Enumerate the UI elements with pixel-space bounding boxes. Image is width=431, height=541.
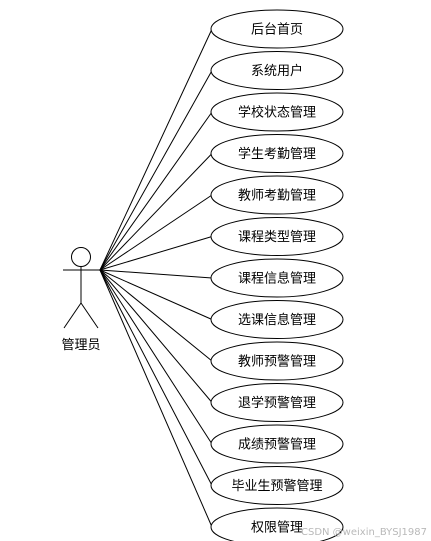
use-case: 教师考勤管理 — [210, 175, 344, 215]
association-line — [99, 111, 213, 271]
use-case: 成绩预警管理 — [210, 424, 344, 464]
use-case-label: 毕业生预警管理 — [231, 478, 322, 494]
association-line — [99, 269, 213, 486]
association-line — [99, 70, 213, 271]
association-line — [99, 28, 213, 271]
association-line — [99, 269, 213, 445]
use-case: 退学预警管理 — [210, 383, 344, 422]
use-case-group: 后台首页系统用户学校状态管理学生考勤管理教师考勤管理课程类型管理课程信息管理选课… — [210, 9, 344, 541]
association-lines — [99, 28, 213, 528]
use-case: 毕业生预警管理 — [210, 466, 344, 505]
use-case-label: 教师考勤管理 — [238, 188, 316, 204]
use-case-label: 学校状态管理 — [238, 105, 316, 121]
actor-label: 管理员 — [61, 338, 100, 353]
association-line — [99, 269, 213, 528]
use-case: 权限管理 — [210, 507, 344, 541]
association-line — [99, 269, 213, 362]
use-case-ellipse — [210, 92, 344, 132]
use-case-ellipse — [210, 383, 344, 422]
use-case-ellipse — [210, 175, 344, 215]
association-line — [99, 194, 213, 271]
use-case-label: 权限管理 — [251, 520, 303, 536]
use-case-ellipse — [210, 258, 344, 298]
use-case-label: 成绩预警管理 — [238, 437, 316, 453]
use-case-label: 课程类型管理 — [238, 230, 316, 245]
association-line — [99, 269, 213, 279]
association-line — [99, 236, 213, 271]
use-case-label: 学生考勤管理 — [238, 146, 316, 162]
use-case-ellipse — [210, 300, 344, 339]
use-case-ellipse — [210, 424, 344, 464]
association-line — [99, 269, 213, 403]
use-case-label: 退学预警管理 — [238, 395, 316, 411]
actor-left-leg — [63, 302, 82, 329]
actor-administrator — [63, 247, 100, 329]
use-case-label: 选课信息管理 — [238, 312, 316, 328]
association-line — [99, 269, 213, 320]
use-case-ellipse — [210, 466, 344, 505]
watermark-text: CSDN @weixin_BYSJ1987 — [301, 527, 427, 538]
use-case-ellipse — [210, 134, 344, 173]
use-case-label: 教师预警管理 — [238, 354, 316, 370]
use-case-ellipse — [210, 217, 344, 256]
actor-right-leg — [80, 302, 99, 329]
use-case: 选课信息管理 — [210, 300, 344, 339]
use-case: 教师预警管理 — [210, 341, 344, 381]
use-case-label: 系统用户 — [251, 63, 303, 79]
use-case-ellipse — [210, 9, 344, 49]
use-case: 后台首页 — [210, 9, 344, 49]
use-case: 课程信息管理 — [210, 258, 344, 298]
actor-head — [71, 247, 91, 267]
use-case-label: 课程信息管理 — [238, 271, 316, 287]
association-line — [99, 153, 213, 271]
use-case-label: 后台首页 — [251, 23, 303, 38]
use-case-ellipse — [210, 341, 344, 381]
use-case-ellipse — [210, 51, 344, 90]
use-case: 学校状态管理 — [210, 92, 344, 132]
use-case-ellipse — [210, 507, 344, 541]
use-case: 课程类型管理 — [210, 217, 344, 256]
use-case: 学生考勤管理 — [210, 134, 344, 173]
use-case: 系统用户 — [210, 51, 344, 90]
